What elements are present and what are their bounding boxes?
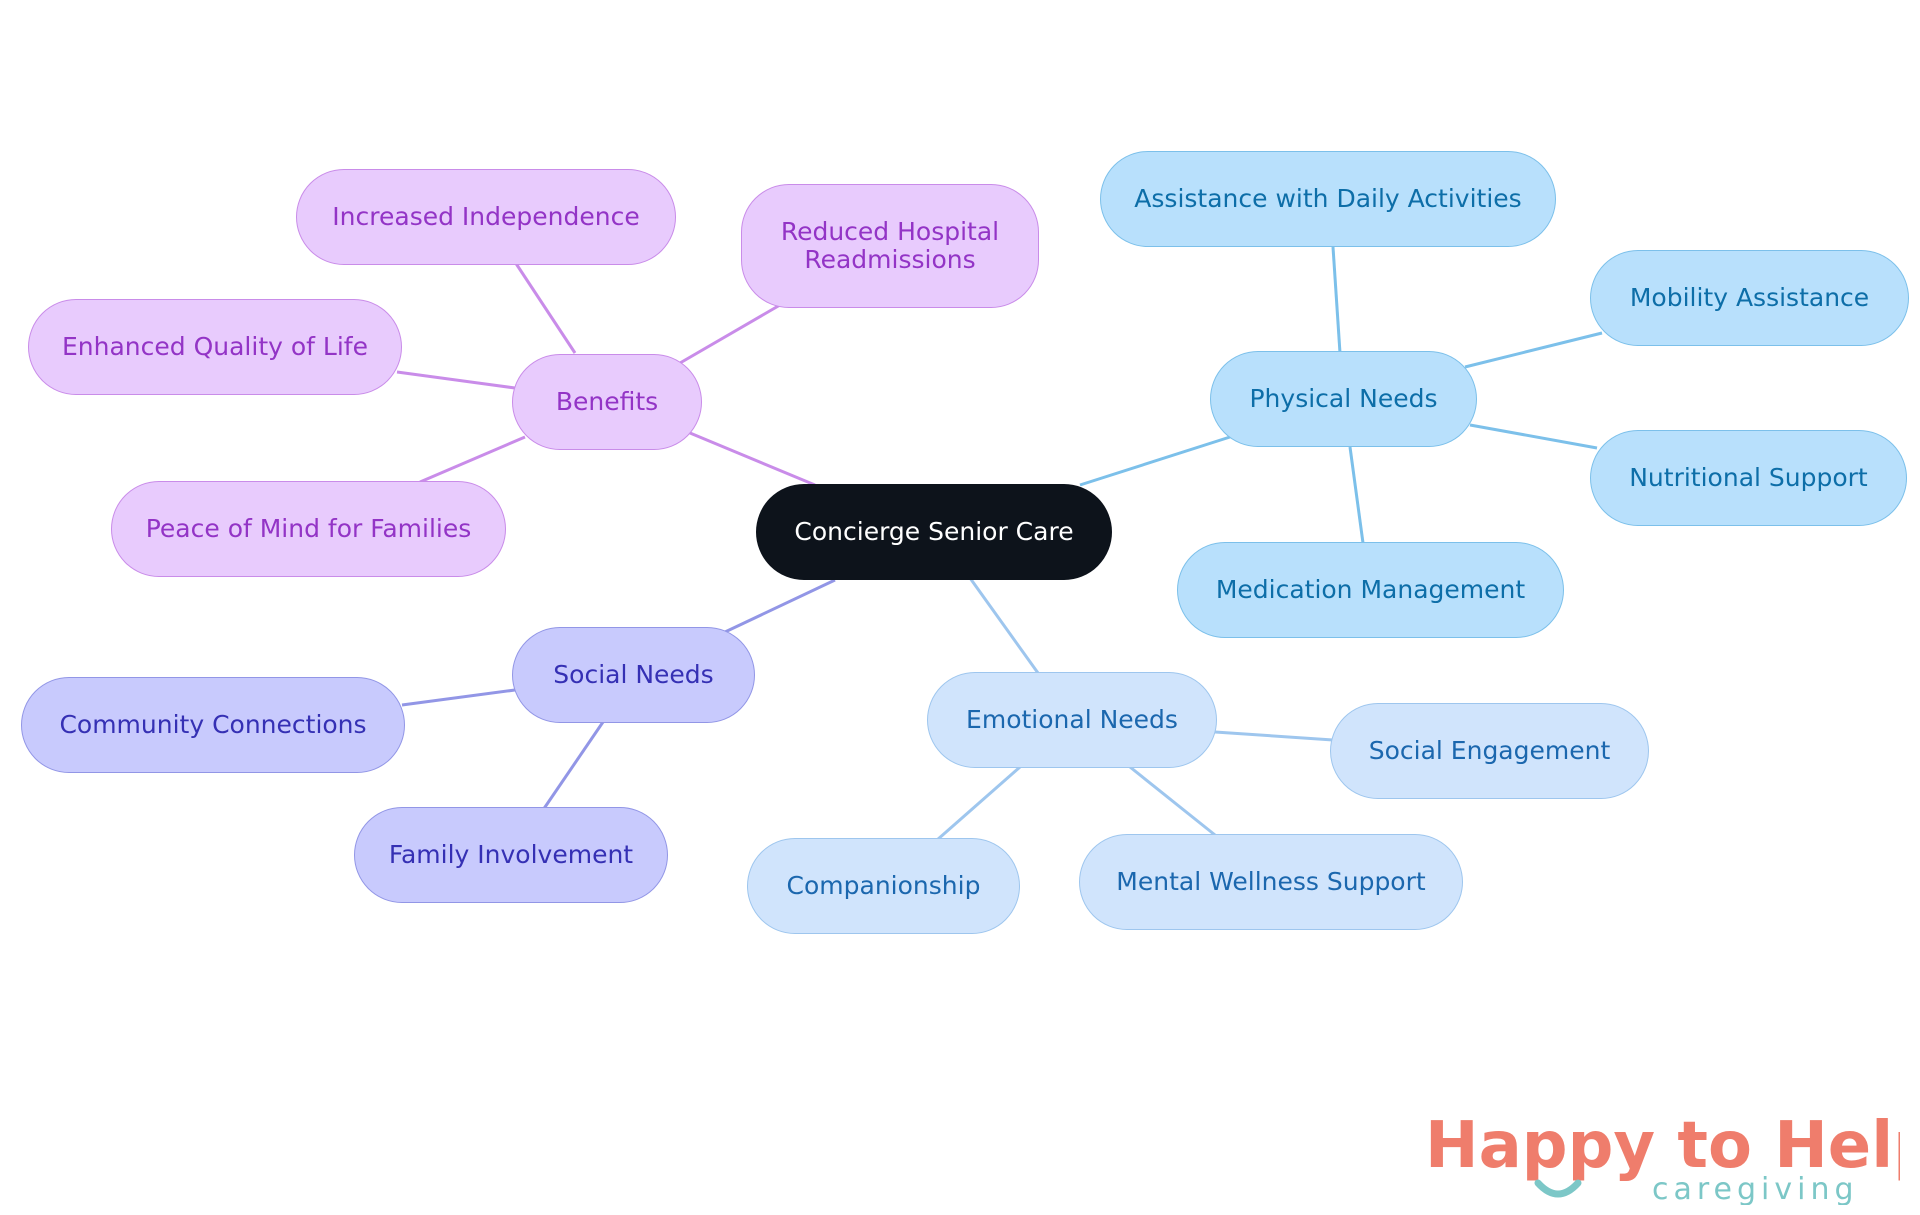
edge-root-emotional: [968, 577, 1040, 674]
medication-management-node[interactable]: Medication Management: [1177, 542, 1564, 638]
mobility-assistance-node[interactable]: Mobility Assistance: [1590, 250, 1909, 346]
edge-social-family: [541, 721, 605, 811]
edge-social-community: [401, 688, 516, 707]
edge-physical-medication: [1348, 446, 1365, 544]
edge-benefits-peace: [419, 435, 526, 484]
edge-root-physical: [1079, 435, 1231, 487]
increased-independence-node[interactable]: Increased Independence: [296, 169, 676, 265]
edge-physical-nutrition: [1469, 423, 1598, 450]
social-engagement-node[interactable]: Social Engagement: [1330, 703, 1649, 799]
community-connections-node[interactable]: Community Connections: [21, 677, 405, 773]
edge-physical-mobility: [1464, 331, 1603, 369]
smile-icon: [1534, 1179, 1582, 1198]
logo-main-text: Happy to Help: [1425, 1109, 1900, 1183]
brand-logo: Happy to Help caregiving: [1425, 1109, 1900, 1205]
edge-benefits-independence: [513, 261, 577, 354]
assistance-with-daily-activities-node[interactable]: Assistance with Daily Activities: [1100, 151, 1556, 247]
edge-emotional-companionship: [936, 765, 1021, 842]
edge-physical-daily: [1331, 246, 1342, 354]
family-involvement-node[interactable]: Family Involvement: [354, 807, 668, 903]
edge-benefits-quality: [396, 370, 516, 390]
edge-root-benefits: [689, 431, 816, 487]
social-needs-node[interactable]: Social Needs: [512, 627, 755, 723]
emotional-needs-node[interactable]: Emotional Needs: [927, 672, 1217, 768]
edge-benefits-readmissions: [679, 303, 781, 365]
enhanced-quality-of-life-node[interactable]: Enhanced Quality of Life: [28, 299, 402, 395]
edge-emotional-mental: [1129, 765, 1216, 837]
edge-root-social: [724, 578, 836, 634]
reduced-hospital-readmissions-node[interactable]: Reduced Hospital Readmissions: [741, 184, 1039, 308]
logo-sub-text: caregiving: [1652, 1172, 1859, 1205]
physical-needs-node[interactable]: Physical Needs: [1210, 351, 1477, 447]
companionship-node[interactable]: Companionship: [747, 838, 1020, 934]
benefits-node[interactable]: Benefits: [512, 354, 702, 450]
nutritional-support-node[interactable]: Nutritional Support: [1590, 430, 1907, 526]
edge-emotional-social: [1214, 730, 1334, 742]
mental-wellness-support-node[interactable]: Mental Wellness Support: [1079, 834, 1463, 930]
root-node[interactable]: Concierge Senior Care: [756, 484, 1112, 580]
peace-of-mind-for-families-node[interactable]: Peace of Mind for Families: [111, 481, 506, 577]
